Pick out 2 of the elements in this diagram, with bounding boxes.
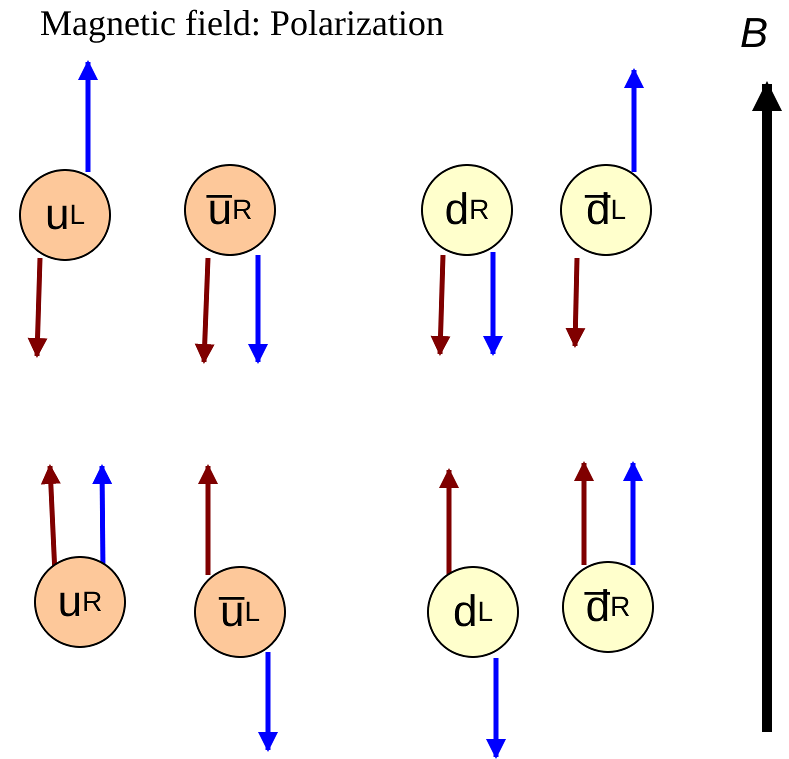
field-symbol: B <box>740 12 768 54</box>
title: Magnetic field: Polarization <box>40 2 444 44</box>
